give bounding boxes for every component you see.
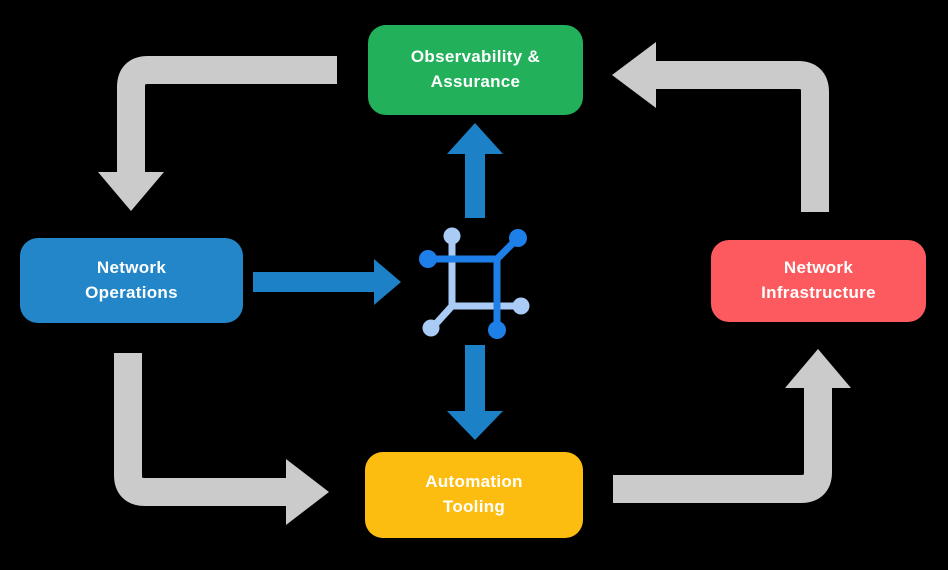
network-mesh-icon-dark-part bbox=[419, 229, 527, 339]
node-observability-assurance-label: Observability & Assurance bbox=[410, 47, 541, 91]
arrowhead-right-icon bbox=[286, 459, 329, 525]
flow-arrow-operations-to-center bbox=[253, 259, 401, 305]
node-automation-tooling-label: Automation Tooling bbox=[425, 472, 523, 516]
icon-node bbox=[509, 229, 527, 247]
cycle-arrow-operations-to-automation bbox=[114, 353, 329, 525]
node-observability-assurance: Observability & Assurance bbox=[368, 25, 583, 115]
cycle-arrow-infrastructure-to-observability bbox=[612, 42, 829, 212]
icon-node bbox=[443, 227, 461, 245]
icon-node bbox=[422, 319, 440, 337]
icon-node bbox=[488, 321, 506, 339]
arrowhead-down-icon bbox=[447, 411, 503, 440]
cycle-arrow-shaft bbox=[114, 353, 286, 506]
cycle-arrow-automation-to-infrastructure bbox=[613, 349, 851, 503]
flow-arrow-center-to-observability bbox=[447, 123, 503, 218]
node-automation-tooling: Automation Tooling bbox=[365, 452, 583, 538]
node-network-infrastructure: Network Infrastructure bbox=[711, 240, 926, 322]
node-network-operations: Network Operations bbox=[20, 238, 243, 323]
arrowhead-right-icon bbox=[374, 259, 401, 305]
arrowhead-left-icon bbox=[612, 42, 656, 108]
cycle-arrow-shaft bbox=[117, 56, 337, 173]
node-network-operations-label: Network Operations bbox=[85, 257, 178, 302]
network-mesh-icon bbox=[419, 227, 530, 339]
arrowhead-up-icon bbox=[785, 349, 851, 388]
cycle-arrow-shaft bbox=[656, 61, 829, 212]
arrowhead-down-icon bbox=[98, 172, 164, 211]
cycle-arrow-shaft bbox=[613, 388, 832, 503]
arrowhead-up-icon bbox=[447, 123, 503, 154]
flow-arrow-center-to-automation bbox=[447, 345, 503, 440]
node-network-infrastructure-label: Network Infrastructure bbox=[761, 258, 876, 302]
icon-node bbox=[512, 297, 530, 315]
icon-node bbox=[419, 250, 437, 268]
icon-dark-links bbox=[424, 234, 522, 334]
cycle-arrow-observability-to-operations bbox=[98, 56, 337, 211]
